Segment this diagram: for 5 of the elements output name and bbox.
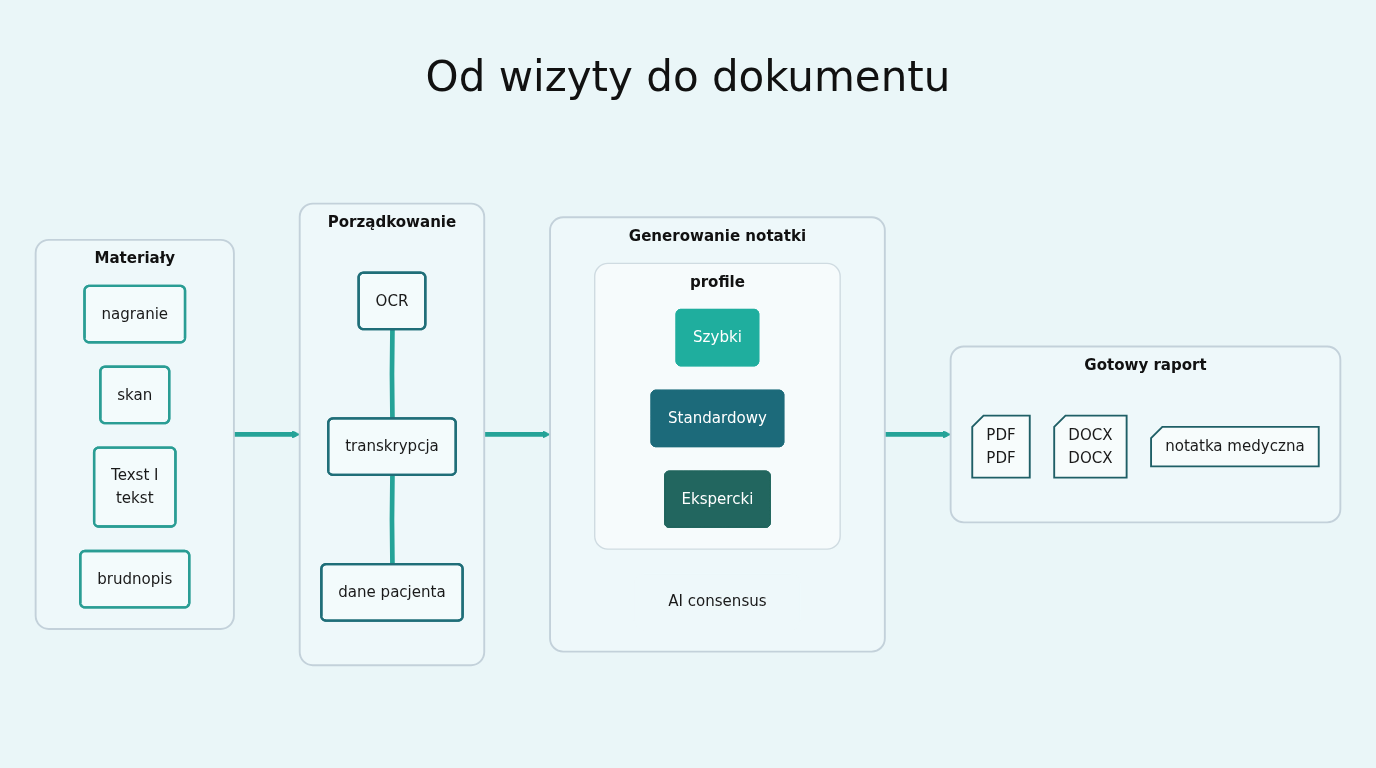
arrow (884, 429, 951, 439)
node-text: AI consensus (668, 591, 767, 610)
diagram-title: Od wizyty do dokumentu (424, 52, 952, 101)
connector (389, 329, 395, 419)
arrow (484, 429, 551, 439)
